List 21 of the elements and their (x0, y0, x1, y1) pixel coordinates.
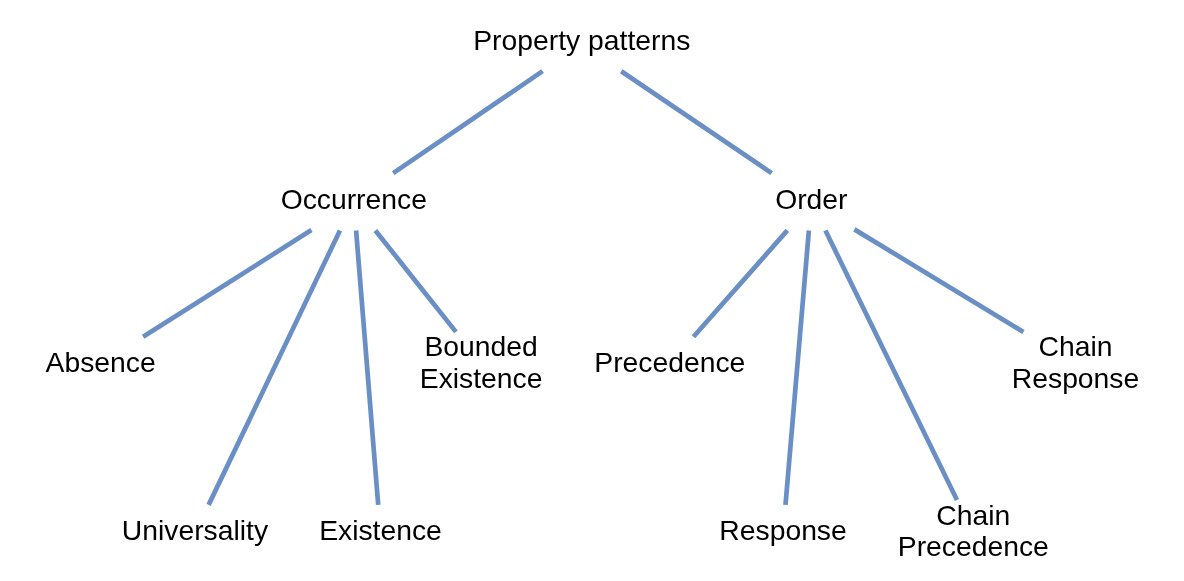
connector (206, 229, 343, 506)
node-text: Bounded Existence (419, 330, 543, 394)
connector (391, 69, 544, 176)
connector (619, 69, 773, 176)
node-text: Absence (45, 346, 156, 379)
connector (783, 230, 812, 506)
connector (691, 228, 790, 339)
node-text: Occurrence (280, 182, 427, 215)
node-text: Order (775, 182, 848, 215)
node-text: Chain Response (1011, 330, 1140, 394)
node-text: Existence (319, 514, 442, 547)
connector (853, 227, 1025, 334)
node-text: Chain Precedence (897, 498, 1049, 563)
connector (823, 229, 960, 502)
node-text: Property patterns (473, 23, 691, 56)
node-text: Precedence (594, 346, 746, 379)
connector (141, 228, 313, 339)
connector (353, 230, 381, 506)
node-text: Response (719, 514, 847, 547)
connector (373, 228, 458, 334)
node-text: Universality (121, 514, 269, 547)
